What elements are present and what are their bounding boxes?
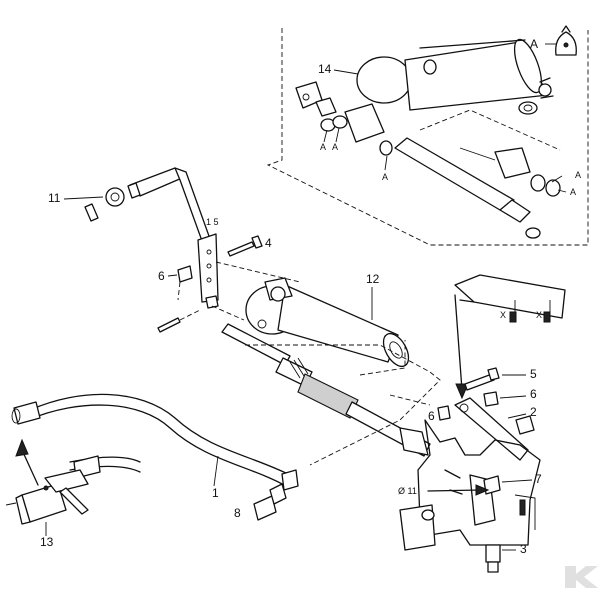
fitting-8 — [253, 483, 287, 521]
inset-box — [266, 28, 589, 246]
arrow-head — [15, 438, 29, 457]
lift-lever-arm — [84, 167, 219, 303]
label-7: 7 — [535, 472, 542, 486]
cylinder-12 — [245, 277, 410, 368]
label-11-diameter: Ø 11 — [398, 486, 417, 496]
label-12: 12 — [366, 272, 380, 286]
arrow — [21, 449, 39, 486]
label-11: 11 — [48, 191, 61, 205]
label-6: 6 — [530, 387, 537, 401]
grease-bag-icon — [545, 25, 577, 56]
k-logo-icon — [565, 566, 598, 588]
label-1: 1 — [212, 486, 219, 500]
label-a: A — [382, 172, 388, 182]
nut-7 — [483, 475, 501, 495]
label-3: 3 — [520, 542, 527, 556]
nut-6 — [177, 265, 193, 283]
valve-block-13 — [5, 469, 89, 525]
label-6: 6 — [428, 409, 435, 423]
lift-arm-2 — [454, 397, 535, 461]
label-13: 13 — [40, 535, 54, 549]
label-x: X — [500, 310, 506, 320]
label-15: 1 5 — [206, 217, 219, 227]
hydraulic-hose-1 — [11, 393, 299, 491]
label-6: 6 — [158, 269, 165, 283]
label-x: X — [536, 310, 542, 320]
label-2: 2 — [530, 405, 537, 419]
piston-rod — [221, 323, 431, 457]
label-5: 5 — [530, 367, 537, 381]
nut-6 — [437, 405, 451, 421]
bolt-3 — [485, 544, 501, 573]
label-a: A — [530, 37, 538, 51]
label-a: A — [570, 187, 576, 197]
bolt-5 — [464, 367, 500, 391]
clevis-fitting — [295, 81, 393, 156]
lift-arm-bracket: X X — [454, 274, 566, 400]
housing-casting — [399, 419, 541, 551]
label-a: A — [320, 142, 326, 152]
label-8: 8 — [234, 506, 241, 520]
bolt-4 — [227, 235, 263, 257]
cylinder-14 — [356, 38, 554, 115]
label-a: A — [332, 142, 338, 152]
label-14: 14 — [318, 62, 332, 76]
label-a: A — [575, 170, 581, 180]
screw — [157, 317, 181, 333]
label-4: 4 — [265, 236, 272, 250]
nut-6 — [483, 391, 499, 407]
piston-rod-inset — [394, 109, 561, 239]
